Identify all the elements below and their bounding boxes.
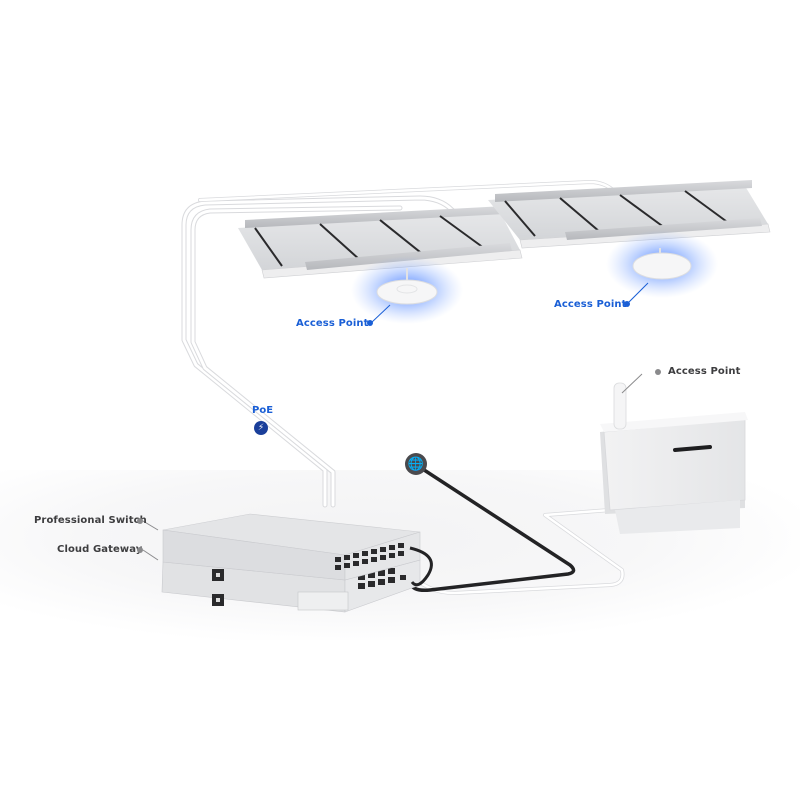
ceiling-panel-right [488, 180, 771, 249]
globe-icon: 🌐 [405, 453, 427, 475]
poe-label: PoE [252, 405, 274, 416]
access-point-label-outdoor: Access Point [668, 366, 741, 377]
label-dot [367, 320, 373, 326]
professional-switch-device [162, 513, 421, 581]
label-dot [624, 301, 630, 307]
cabinet-access-point [600, 382, 748, 534]
patch-cables [409, 546, 433, 587]
access-point-label-left: Access Point [296, 318, 369, 329]
cloud-gateway-label: Cloud Gateway [57, 544, 143, 555]
label-dot [137, 518, 143, 524]
internet-cable [408, 464, 576, 593]
label-dot [655, 369, 661, 375]
lightning-bolt-icon: ⚡ [254, 421, 268, 435]
ceiling-access-point-right [606, 230, 718, 298]
cloud-gateway-device [161, 559, 421, 613]
professional-switch-label: Professional Switch [34, 515, 147, 526]
ceiling-access-point-left [351, 256, 463, 324]
label-dot [137, 547, 143, 553]
access-point-label-right: Access Point [554, 299, 627, 310]
